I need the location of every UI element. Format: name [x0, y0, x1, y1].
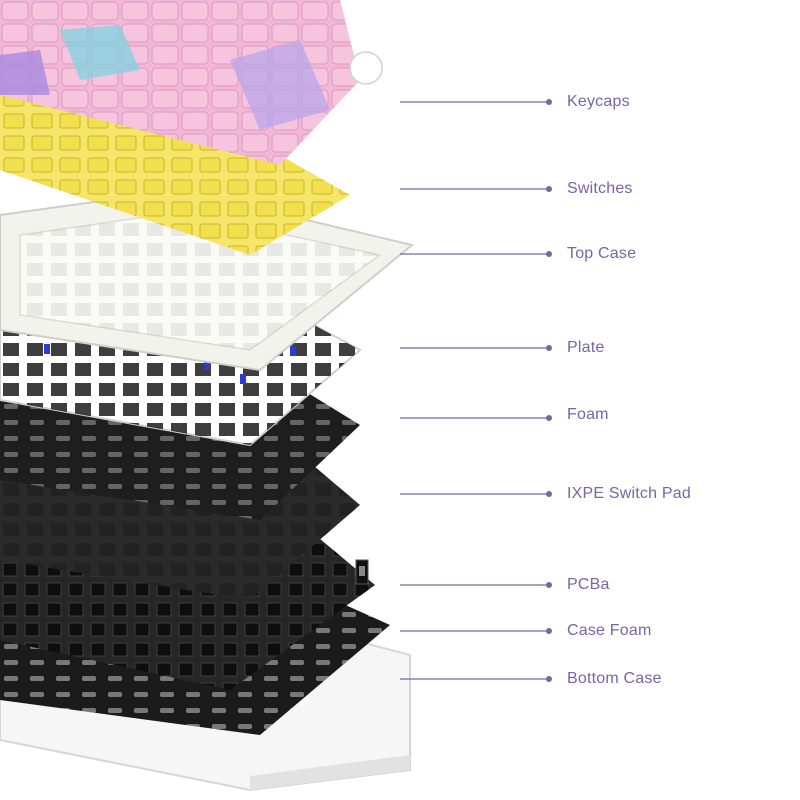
callout-dot-plate [546, 345, 552, 351]
label-switches: Switches [567, 180, 633, 197]
label-keycaps: Keycaps [567, 93, 630, 110]
label-pcba: PCBa [567, 576, 610, 593]
callout-dot-bottom-case [546, 676, 552, 682]
label-ixpe-switch-pad: IXPE Switch Pad [567, 485, 691, 502]
callout-dot-case-foam [546, 628, 552, 634]
callout-lines [400, 99, 552, 682]
knob [349, 51, 383, 85]
label-case-foam: Case Foam [567, 622, 652, 639]
label-plate: Plate [567, 339, 605, 356]
switches-layer [0, 90, 350, 255]
label-top-case: Top Case [567, 245, 637, 262]
callout-dot-pcba [546, 582, 552, 588]
label-foam: Foam [567, 406, 609, 423]
top-case-layer [0, 188, 415, 372]
keycaps-layer [0, 0, 383, 165]
label-bottom-case: Bottom Case [567, 670, 662, 687]
callout-dot-top-case [546, 251, 552, 257]
callout-dot-foam [546, 415, 552, 421]
callout-dot-keycaps [546, 99, 552, 105]
callout-dot-ixpe-switch-pad [546, 491, 552, 497]
callout-dot-switches [546, 186, 552, 192]
